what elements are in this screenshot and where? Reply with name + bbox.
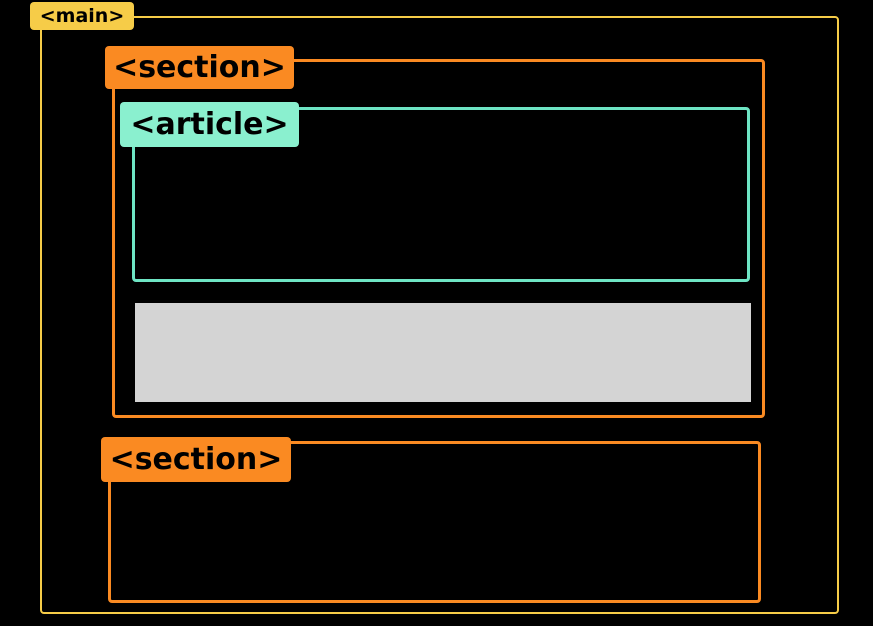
section-tag-label-2: <section> <box>101 437 291 482</box>
section-tag-label-1: <section> <box>105 46 294 89</box>
section-element-box-1 <box>112 59 765 418</box>
main-tag-label: <main> <box>30 2 134 30</box>
article-tag-label: <article> <box>120 102 299 147</box>
article-element-box <box>132 107 750 282</box>
placeholder-content-block <box>135 303 751 402</box>
main-element-box <box>40 16 839 614</box>
section-element-box-2 <box>108 441 761 603</box>
